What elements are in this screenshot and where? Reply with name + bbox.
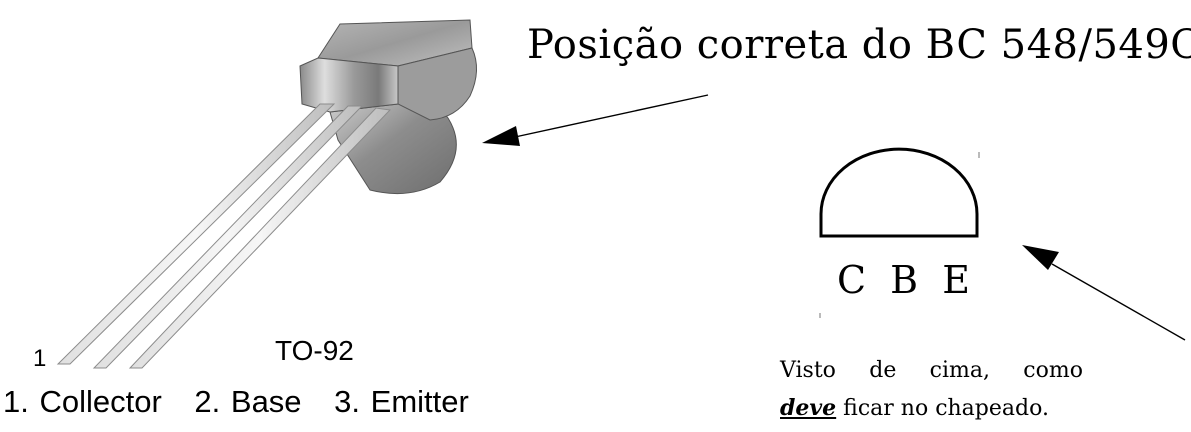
- transistor-leads: [56, 103, 392, 369]
- note-line-1: Visto de cima, como: [780, 358, 1083, 383]
- pin-letter-collector: C: [837, 258, 867, 302]
- lead-base: [92, 105, 364, 369]
- pin-letter-emitter: E: [942, 258, 970, 302]
- lead-emitter: [128, 107, 392, 369]
- note-emphasis: deve: [780, 395, 837, 421]
- note-word: Visto: [780, 358, 836, 383]
- page-title: Posição correta do BC 548/549C: [527, 22, 1191, 68]
- pin-letter-base: B: [890, 258, 919, 302]
- note-word: cima,: [929, 358, 990, 383]
- note-rest: ficar no chapeado.: [836, 396, 1049, 421]
- top-view-pin-letters: C B E: [837, 258, 970, 302]
- arrow-note-to-top-view: [1022, 245, 1186, 341]
- package-name: TO-92: [275, 335, 354, 366]
- note-word: de: [869, 358, 897, 383]
- lead-collector: [56, 103, 336, 365]
- note-word: como: [1023, 358, 1083, 383]
- top-view-outline: [819, 147, 979, 238]
- pin-legend-item: 1. Collector: [3, 384, 162, 419]
- note-line-2: deve ficar no chapeado.: [780, 395, 1049, 421]
- pin-one-marker: 1: [33, 345, 47, 372]
- to92-transistor-drawing: [56, 19, 477, 369]
- pin-legend-item: 2. Base: [194, 384, 302, 419]
- arrow-title-to-package: [482, 94, 709, 146]
- transistor-curved-side: [397, 47, 477, 121]
- transistor-flat-face: [299, 57, 399, 113]
- pin-legend-item: 3. Emitter: [334, 384, 469, 419]
- pin-legend: 1. Collector 2. Base 3. Emitter: [3, 384, 469, 420]
